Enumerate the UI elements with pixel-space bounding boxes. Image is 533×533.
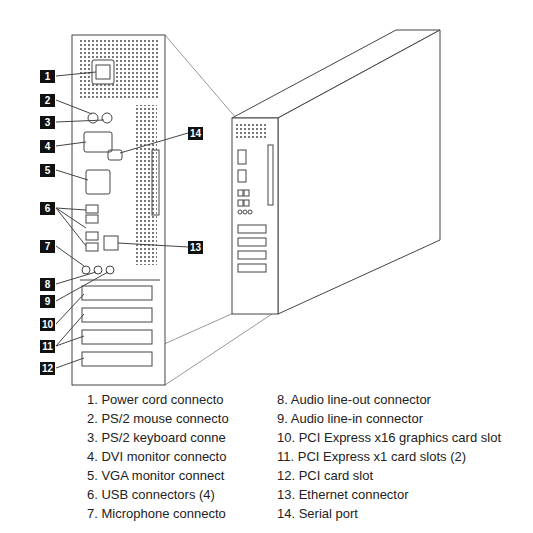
callout-number: 7 [40,240,55,253]
legend-item: 7. Microphone connecto [87,506,226,522]
legend-item: 3. PS/2 keyboard conne [87,430,226,446]
callout-number: 6 [40,202,55,215]
callout-number: 10 [40,318,55,331]
callout-number: 4 [40,140,55,153]
callout-number: 12 [40,362,55,375]
legend-item: 11. PCI Express x1 card slots (2) [277,449,466,465]
callout-number: 8 [40,278,55,291]
legend-item: 1. Power cord connecto [87,392,224,408]
callout-number: 5 [40,164,55,177]
legend-item: 10. PCI Express x16 graphics card slot [277,430,501,446]
legend-item: 12. PCI card slot [277,468,373,484]
callout-number: 1 [40,70,55,83]
callout-number: 2 [40,94,55,107]
legend-item: 5. VGA monitor connect [87,468,224,484]
legend-item: 9. Audio line-in connector [277,411,423,427]
legend-item: 4. DVI monitor connecto [87,449,226,465]
legend-item: 14. Serial port [277,506,358,522]
legend-item: 13. Ethernet connector [277,487,409,503]
legend-item: 6. USB connectors (4) [87,487,215,503]
legend-item: 8. Audio line-out connector [277,392,431,408]
callout-number: 9 [40,295,55,308]
callout-number: 14 [188,127,203,140]
callout-number: 3 [40,116,55,129]
legend-item: 2. PS/2 mouse connecto [87,411,229,427]
callout-number: 13 [188,241,203,254]
callout-number: 11 [40,340,55,353]
